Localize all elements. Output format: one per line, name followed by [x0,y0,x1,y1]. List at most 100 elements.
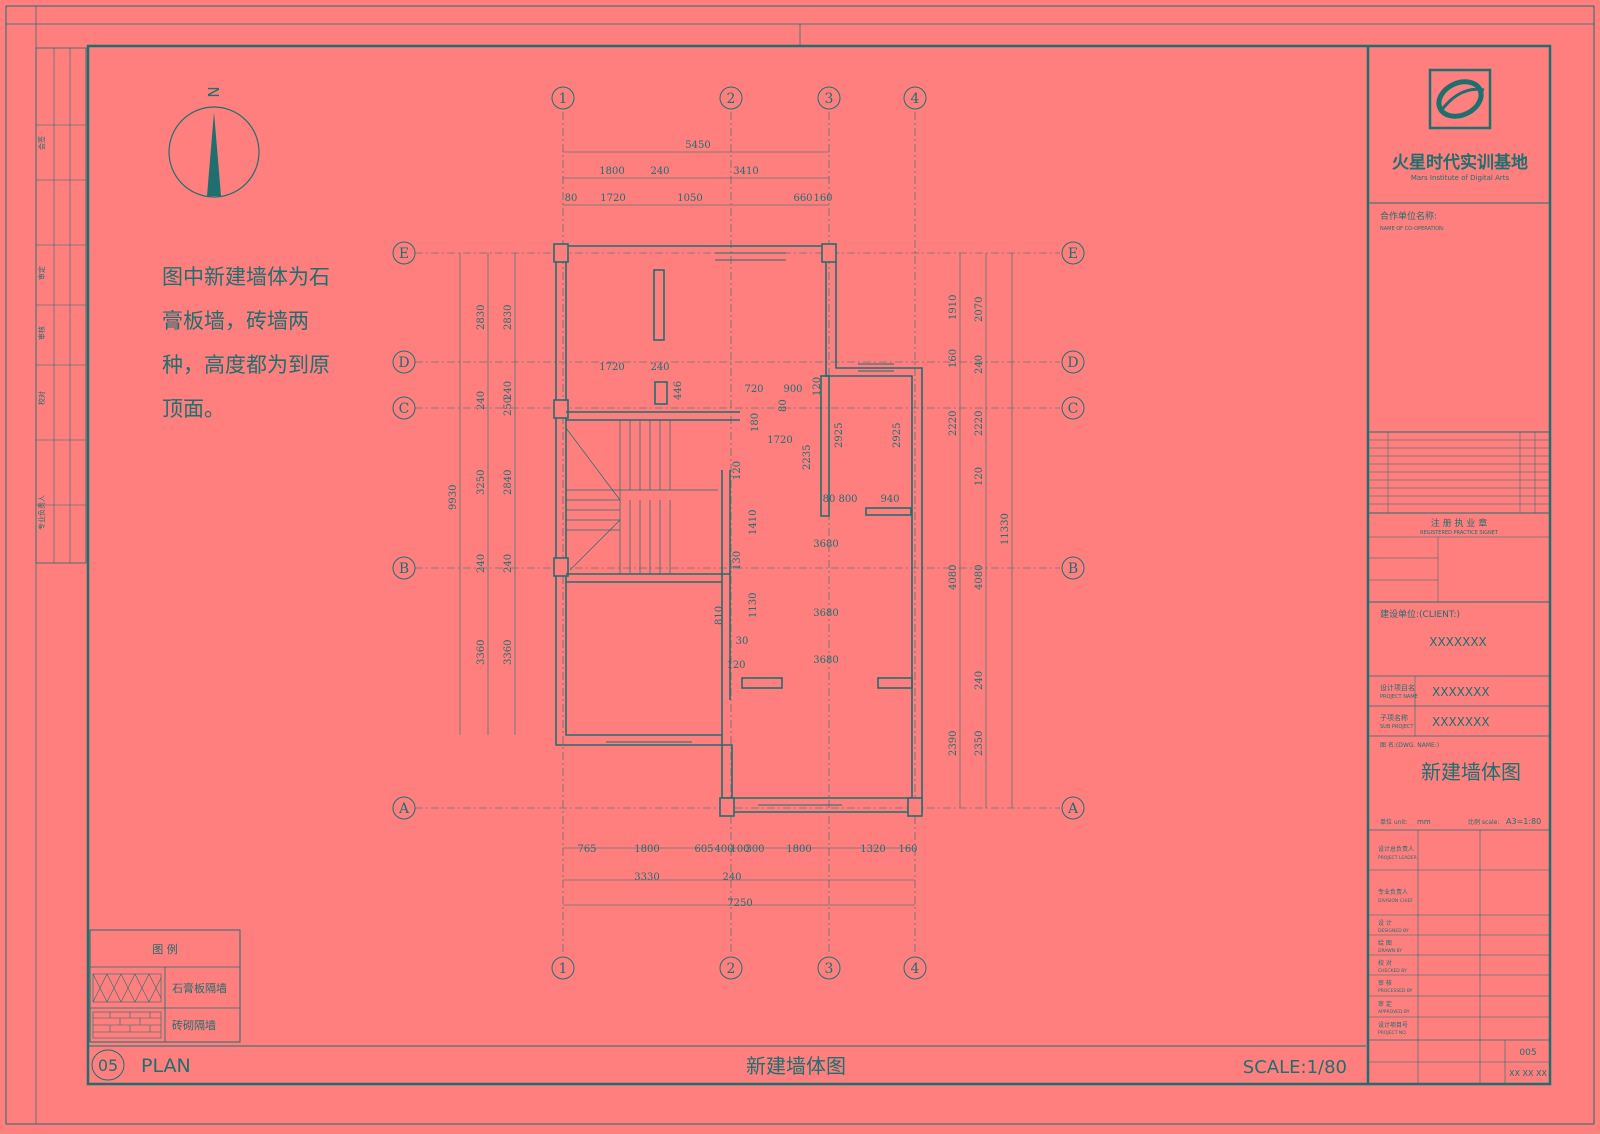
scale-label-tb: 比例 scale: [1468,818,1499,826]
dim-text: 940 [880,494,899,505]
dim-text: 1130 [748,593,759,618]
dim-text: 4080 [948,565,959,590]
dim-text: 2840 [503,470,514,495]
dim-text: 2220 [974,411,985,436]
dim-text: 1910 [948,295,959,320]
legend-item: 石膏板隔墙 [172,981,227,995]
role-label-en: PROCESSED BY [1378,988,1413,994]
dim-text: 3250 [476,470,487,495]
dim-text: 2830 [503,305,514,330]
dim-text: 1720 [767,435,792,446]
dim-text: 120 [726,660,745,671]
role-label-en: DESIGNED BY [1378,928,1409,934]
strip-label: 审核 [37,326,46,340]
legend-item: 砖砌隔墙 [172,1018,216,1032]
north-label: N [204,86,222,97]
sub-project-value: XXXXXXX [1432,715,1490,729]
dim-text: 2350 [974,731,985,756]
row-label: B [399,561,409,577]
drawing-date: XX XX XX [1509,1069,1547,1078]
dim-text: 765 [577,844,596,855]
dim-text: 250 [503,397,514,416]
dim-text: 900 [783,384,802,395]
dim-text: 240 [974,355,985,374]
dim-text: 11330 [1000,513,1011,545]
dim-text: 80 [565,193,578,204]
dim-text: 160 [813,193,832,204]
row-axis-labels: E D C B A E D C B A [392,241,1085,820]
role-label-en: PROJECT NO. [1378,1030,1407,1036]
row-label: D [1067,355,1078,371]
role-label: 专业负责人 [1378,888,1408,896]
cooperation-label: 合作单位名称: [1380,210,1437,222]
dim-text: 180 [750,413,761,432]
dim-text: 720 [744,384,763,395]
dim-text: 3330 [634,872,659,883]
plan-label: PLAN [141,1055,191,1077]
dim-text: 240 [476,554,487,573]
sub-project-label: 子项名称 [1380,713,1408,722]
strip-label: 会签 [37,136,46,150]
dim-text: 660 [793,193,812,204]
strip-label: 校对 [37,391,46,405]
dim-text: 1800 [786,844,811,855]
column-axis-labels: 1 2 3 4 1 2 3 4 [551,86,927,980]
north-arrow: N [168,86,260,198]
project-value: XXXXXXX [1432,685,1490,699]
role-label-en: CHECKED BY [1378,968,1407,974]
dim-text: 80 [778,399,789,412]
scale-value: A3=1:80 [1506,817,1541,826]
role-label-en: APPROVED BY [1378,1009,1410,1015]
drawing-name: 新建墙体图 [1421,760,1521,784]
role-label-en: DRAWN BY [1378,948,1402,954]
column-label: 2 [727,961,736,977]
row-label: B [1068,561,1078,577]
brick-wall-swatch [92,1011,162,1039]
column-label: 1 [559,961,568,977]
dim-text: 3680 [813,539,838,550]
dim-text: 1800 [634,844,659,855]
row-label: C [399,401,410,417]
legend: 图 例 石膏板隔墙 砖砌隔墙 [89,929,241,1043]
role-label: 绘 图 [1378,939,1392,947]
dim-text: 3360 [503,640,514,665]
column-label: 1 [559,91,568,107]
column-label: 3 [825,961,834,977]
role-label: 设 计 [1378,919,1392,927]
dim-text: 2220 [948,411,959,436]
dim-text: 2390 [948,731,959,756]
dim-text: 7250 [727,898,752,909]
gypsum-wall-swatch [92,973,162,1003]
dim-text: 240 [503,381,514,400]
title-block: 火星时代实训基地 Mars Institute of Digital Arts … [1366,46,1550,1084]
row-label: E [399,246,409,262]
dim-text: 240 [476,391,487,410]
dim-text: 3360 [476,640,487,665]
dim-text: 120 [732,461,743,480]
dim-text: 1720 [600,193,625,204]
sub-project-label-en: SUB PROJECT [1380,724,1414,730]
dim-text: 9930 [448,485,459,510]
dim-text: 1800 [599,166,624,177]
staircase [565,420,718,574]
row-label: A [398,801,410,817]
role-label: 设计总负责人 [1378,845,1414,853]
sheet-number: 05 [98,1056,118,1075]
legend-title: 图 例 [152,942,178,956]
unit-value: mm [1417,818,1431,826]
left-signature-strip: 专业负责人 校对 审核 审定 会签 [35,47,87,564]
dim-text: 1320 [860,844,885,855]
row-label: C [1068,401,1079,417]
role-label: 审 定 [1378,1000,1392,1008]
row-label: A [1067,801,1079,817]
dim-text: 2235 [802,445,813,470]
role-label: 审 核 [1378,979,1392,987]
column-label: 2 [727,91,736,107]
drawing-frame [86,44,1552,1086]
outer-border [5,5,1595,1125]
dim-text: 160 [948,349,959,368]
dim-text: 605 [694,844,713,855]
dim-text: 800 [838,494,857,505]
